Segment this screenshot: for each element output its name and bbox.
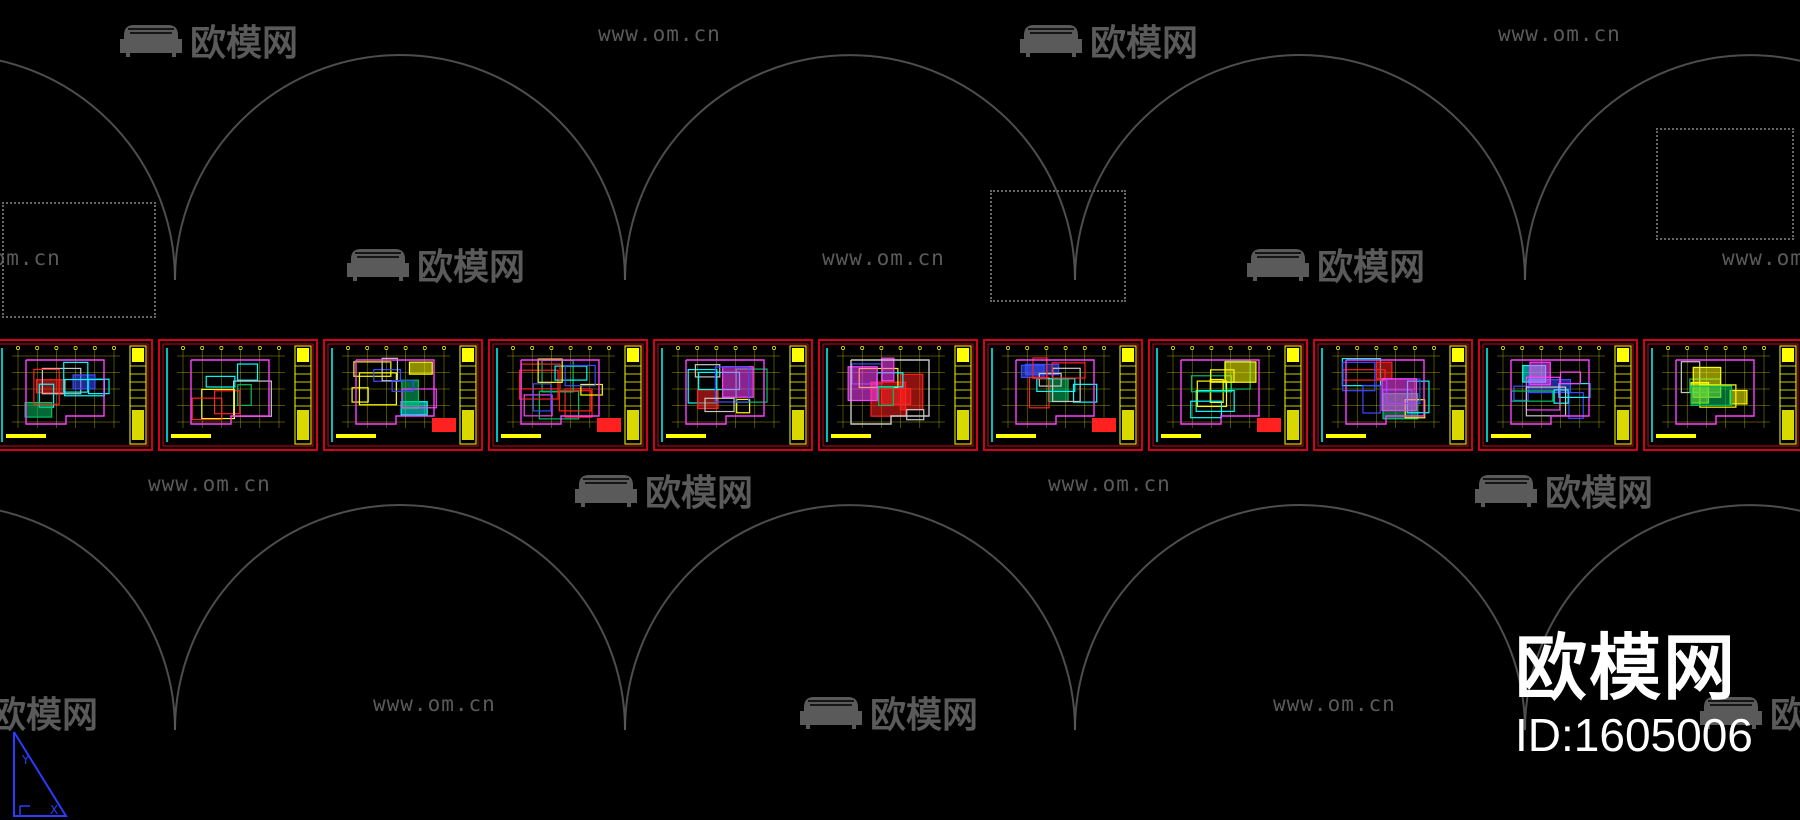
- brand-logo-text: 欧模网: [1515, 626, 1738, 710]
- sofa-icon: [347, 249, 409, 281]
- dotted-selection-box: [1656, 128, 1794, 240]
- brand-watermark: 欧模网 ID:1605006: [1515, 632, 1753, 761]
- watermark-logo-text: 欧模网: [645, 473, 754, 514]
- sofa-icon: [1247, 249, 1309, 281]
- watermark-logo-text: 欧模网: [1545, 473, 1654, 514]
- watermark-arc: [0, 509, 176, 731]
- drawing-sheet[interactable]: [818, 339, 978, 451]
- sofa-icon: [1700, 697, 1762, 729]
- watermark-logo: 欧模网: [1245, 238, 1425, 290]
- watermark-logo: 欧模网: [1018, 14, 1198, 66]
- watermark-logo: 欧模网: [1473, 464, 1653, 516]
- watermark-logo: 欧模网: [798, 686, 978, 738]
- watermark-logo: 欧模网: [345, 238, 525, 290]
- drawing-sheet[interactable]: [1478, 339, 1638, 451]
- svg-text:X: X: [50, 803, 58, 817]
- watermark-logo: 欧模网: [573, 464, 753, 516]
- watermark-logo-text: 欧模网: [1317, 247, 1426, 288]
- watermark-url: www.om.cn: [1722, 246, 1800, 270]
- drawing-sheet[interactable]: [653, 339, 813, 451]
- watermark-url: www.om.cn: [373, 692, 496, 716]
- drawing-sheet[interactable]: [323, 339, 483, 451]
- dotted-selection-box: [990, 190, 1126, 302]
- watermark-url: www.om.cn: [822, 246, 945, 270]
- watermark-logo-text: 欧模网: [870, 695, 979, 736]
- drawing-sheet[interactable]: [1148, 339, 1308, 451]
- watermark-arc: [0, 59, 176, 281]
- watermark-arc: [624, 54, 1076, 281]
- sofa-icon: [1475, 475, 1537, 507]
- watermark-logo: 欧模网: [1698, 686, 1800, 738]
- drawing-sheet[interactable]: [488, 339, 648, 451]
- drawing-sheet[interactable]: [0, 339, 153, 451]
- watermark-arc-layer: [0, 54, 1800, 731]
- watermark-logo-text: 欧模网: [1090, 23, 1199, 64]
- watermark-arc: [1074, 54, 1526, 281]
- watermark-arc: [174, 54, 626, 281]
- watermark-logo-text: 欧模网: [1770, 695, 1800, 736]
- watermark-logo: 欧模网: [0, 686, 98, 738]
- sofa-icon: [800, 697, 862, 729]
- ucs-icon: Y X: [13, 731, 68, 817]
- watermark-logo-text: 欧模网: [190, 23, 299, 64]
- watermark-arc: [1524, 504, 1800, 731]
- watermark-url: www.om.cn: [1498, 22, 1621, 46]
- watermark-logo: 欧模网: [118, 14, 298, 66]
- drawing-sheet[interactable]: [983, 339, 1143, 451]
- watermark-url: www.om.cn: [598, 22, 721, 46]
- watermark-url: www.om.cn: [148, 472, 271, 496]
- drawing-sheet[interactable]: [1643, 339, 1800, 451]
- watermark-arc: [624, 504, 1076, 731]
- drawing-sheet[interactable]: [1313, 339, 1473, 451]
- watermark-arc: [1524, 54, 1800, 281]
- model-id-label: ID:1605006: [1515, 709, 1753, 761]
- drawing-sheet[interactable]: [158, 339, 318, 451]
- watermark-arc: [1074, 504, 1526, 731]
- watermark-logo-text: 欧模网: [0, 695, 99, 736]
- watermark-arc: [174, 504, 626, 731]
- watermark-url: www.om.cn: [1273, 692, 1396, 716]
- drawing-sheets-row: [0, 339, 1800, 451]
- sofa-icon: [575, 475, 637, 507]
- sofa-icon: [1020, 25, 1082, 57]
- dotted-selection-box: [2, 202, 156, 318]
- watermark-logo-text: 欧模网: [417, 247, 526, 288]
- watermark-url: www.om.cn: [0, 246, 61, 270]
- sofa-icon: [120, 25, 182, 57]
- svg-text:Y: Y: [21, 753, 30, 767]
- watermark-url: www.om.cn: [1048, 472, 1171, 496]
